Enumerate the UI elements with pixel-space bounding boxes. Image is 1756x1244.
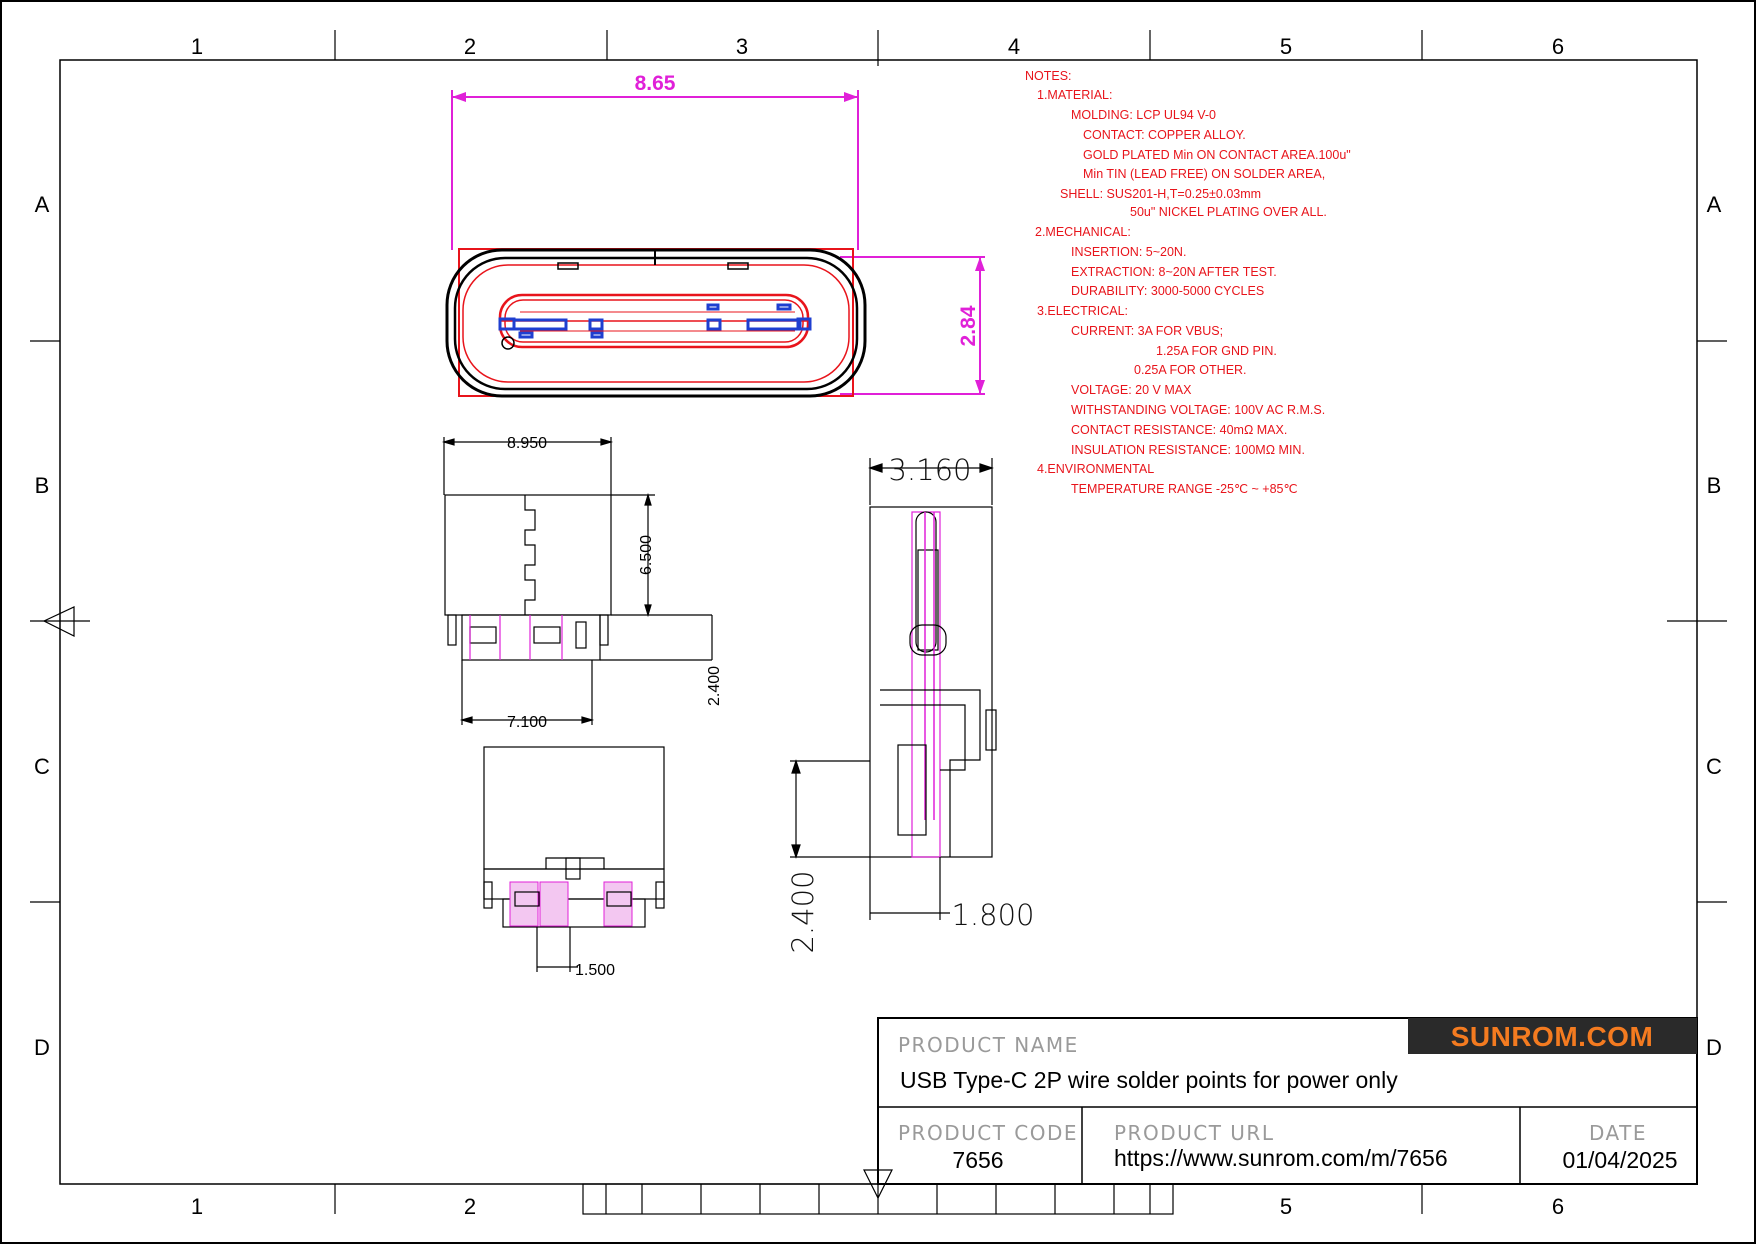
row-label-right-d: D: [1706, 1035, 1722, 1060]
brand-logo: SUNROM.COM: [1451, 1021, 1654, 1052]
product-code-value: 7656: [952, 1147, 1003, 1173]
side-lead-dimension: 1.800: [951, 898, 1034, 932]
scale-bar: [582, 1183, 1174, 1215]
notes-line: CONTACT: COPPER ALLOY.: [1083, 128, 1246, 142]
notes-line: Min TIN (LEAD FREE) ON SOLDER AREA,: [1083, 167, 1325, 181]
top-height-dimension: 6.500: [638, 535, 655, 575]
row-label-right-a: A: [1707, 192, 1722, 217]
notes-line: EXTRACTION: 8~20N AFTER TEST.: [1071, 265, 1277, 279]
date-label: DATE: [1589, 1121, 1647, 1145]
row-ticks: [30, 340, 1727, 903]
notes-line: TEMPERATURE RANGE -25℃ ~ +85℃: [1071, 482, 1298, 496]
col-label-top-6: 6: [1552, 34, 1564, 59]
side-height-dimension: 2.400: [786, 870, 820, 953]
top-view: [441, 437, 713, 725]
col-label-top-1: 1: [191, 34, 203, 59]
product-code-label: PRODUCT CODE: [898, 1121, 1078, 1145]
notes-line: WITHSTANDING VOLTAGE: 100V AC R.M.S.: [1071, 403, 1325, 417]
row-label-left-c: C: [34, 754, 50, 779]
notes-line: CONTACT RESISTANCE: 40mΩ MAX.: [1071, 423, 1287, 437]
product-name-label: PRODUCT NAME: [898, 1033, 1079, 1057]
date-value: 01/04/2025: [1562, 1147, 1677, 1173]
notes-line: MOLDING: LCP UL94 V-0: [1071, 108, 1216, 122]
front-view: 8.65 2.84: [445, 72, 985, 398]
side-view: [790, 458, 997, 920]
row-label-left-b: B: [35, 473, 50, 498]
notes-line: INSULATION RESISTANCE: 100MΩ MIN.: [1071, 443, 1305, 457]
notes-line: CURRENT: 3A FOR VBUS;: [1071, 324, 1223, 338]
notes-line: 1.MATERIAL:: [1037, 88, 1112, 102]
row-label-left-d: D: [34, 1035, 50, 1060]
inner-frame: [59, 59, 1698, 1185]
column-ticks-bottom: [334, 1184, 1423, 1214]
front-height-dimension: 2.84: [957, 305, 980, 346]
notes-line: DURABILITY: 3000-5000 CYCLES: [1071, 284, 1264, 298]
column-ticks-top: [334, 30, 1423, 66]
col-label-top-3: 3: [736, 34, 748, 59]
row-label-right-b: B: [1707, 473, 1722, 498]
col-label-top-4: 4: [1008, 34, 1020, 59]
brand-logo-box: [1408, 1018, 1697, 1054]
product-name-value: USB Type-C 2P wire solder points for pow…: [900, 1067, 1398, 1093]
row-label-left-a: A: [35, 192, 50, 217]
product-url-value[interactable]: https://www.sunrom.com/m/7656: [1114, 1145, 1448, 1171]
notes-line: INSERTION: 5~20N.: [1071, 245, 1186, 259]
col-label-top-2: 2: [464, 34, 476, 59]
notes-line: 4.ENVIRONMENTAL: [1037, 462, 1154, 476]
col-label-bottom-6: 6: [1552, 1194, 1564, 1219]
title-block: SUNROM.COM PRODUCT NAME USB Type-C 2P wi…: [877, 1017, 1698, 1185]
zone-labels: 1 2 3 4 5 6 1 2 5 6 A B C D A B C D: [34, 34, 1722, 1219]
notes-line: 3.ELECTRICAL:: [1037, 304, 1128, 318]
row-label-right-c: C: [1706, 754, 1722, 779]
notes-line: SHELL: SUS201-H,T=0.25±0.03mm: [1060, 187, 1261, 201]
notes-line: 0.25A FOR OTHER.: [1134, 363, 1247, 377]
col-label-bottom-1: 1: [191, 1194, 203, 1219]
bottom-pad-dimension: 1.500: [575, 962, 615, 979]
top-lead-dimension: 2.400: [706, 666, 723, 706]
notes-line: VOLTAGE: 20 V MAX: [1071, 383, 1192, 397]
col-label-bottom-2: 2: [464, 1194, 476, 1219]
centering-arrow-left: [42, 606, 75, 637]
bottom-view: [483, 746, 665, 972]
col-label-bottom-5: 5: [1280, 1194, 1292, 1219]
notes-line: GOLD PLATED Min ON CONTACT AREA.100u": [1083, 148, 1351, 162]
notes-line: 50u" NICKEL PLATING OVER ALL.: [1130, 205, 1327, 219]
col-label-top-5: 5: [1280, 34, 1292, 59]
notes-block: NOTES: 1.MATERIAL: MOLDING: LCP UL94 V-0…: [1025, 69, 1351, 496]
top-width-dimension: 8.950: [507, 435, 547, 452]
product-url-label: PRODUCT URL: [1114, 1121, 1274, 1145]
notes-line: NOTES:: [1025, 69, 1072, 83]
notes-line: 1.25A FOR GND PIN.: [1156, 344, 1277, 358]
side-width-dimension: 3.160: [888, 453, 971, 487]
top-pitch-dimension: 7.100: [507, 714, 547, 731]
notes-line: 2.MECHANICAL:: [1035, 225, 1131, 239]
front-width-dimension: 8.65: [635, 72, 676, 95]
